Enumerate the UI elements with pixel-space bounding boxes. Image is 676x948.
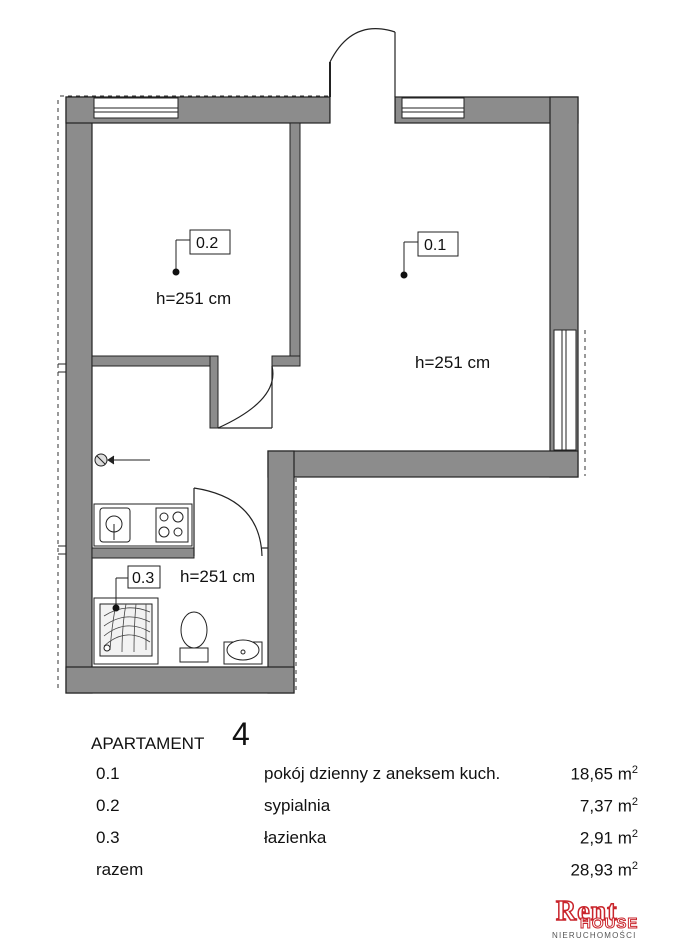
legend-row: 0.3 łazienka 2,91 m2 [0,828,676,850]
legend-room-id: 0.3 [96,828,120,847]
meter-icon [94,453,150,467]
washbasin-icon [223,639,263,665]
shower-tray-icon [93,597,159,665]
wall-left [65,96,93,694]
room-height-0.3: h=251 cm [180,567,255,586]
room-tag-0.1: 0.1 [400,231,459,279]
legend-room-name: łazienka [264,828,327,847]
rent-house-logo: Rent HOUSE NIERUCHOMOŚCI [548,896,666,942]
legend-row: 0.1 pokój dzienny z aneksem kuch. 18,65 … [0,764,676,786]
apartment-number: 4 [232,716,250,752]
floor-plan: 0.2 0.1 0.3 h=251 cm h=251 cm h=251 cm [57,28,586,694]
legend-room-id: 0.1 [96,764,120,783]
legend-room-area: 2,91 m2 [579,828,638,848]
legend-room-area: 7,37 m2 [579,796,638,816]
wall-step-vertical [267,450,295,694]
legend-total-area: 28,93 m2 [570,860,638,880]
room-id-0.2: 0.2 [196,235,218,252]
windows [93,97,577,451]
bathroom-door [193,487,268,557]
logo-tagline: NIERUCHOMOŚCI [552,931,637,940]
wall-step [267,450,579,478]
toilet-icon [179,611,209,663]
dashed-boundary [57,95,586,690]
walls [65,96,579,694]
legend-room-id: 0.2 [96,796,120,815]
logo-word-house: HOUSE [579,915,639,933]
legend-row: 0.2 sypialnia 7,37 m2 [0,796,676,818]
room-height-0.2: h=251 cm [156,289,231,308]
bedroom-door [217,365,274,429]
legend-total-row: razem 28,93 m2 [0,860,676,882]
window-right [553,329,577,451]
apartment-title: APARTAMENT [91,734,205,753]
room-tag-0.3: 0.3 [112,565,161,612]
legend-room-area: 18,65 m2 [570,764,638,784]
room-id-0.3: 0.3 [132,570,154,587]
entrance-door [329,28,396,123]
legend-total-label: razem [96,860,144,879]
logo-word-rent: Rent [555,896,618,927]
room-tag-0.2: 0.2 [172,229,231,276]
kitchen-counter [93,503,193,547]
legend-room-name: sypialnia [264,796,331,815]
room-id-0.1: 0.1 [424,237,446,254]
cooktop-icon [155,507,189,543]
legend-room-name: pokój dzienny z aneksem kuch. [264,764,501,783]
wall-bottom [65,666,295,694]
room-height-0.1: h=251 cm [415,353,490,372]
